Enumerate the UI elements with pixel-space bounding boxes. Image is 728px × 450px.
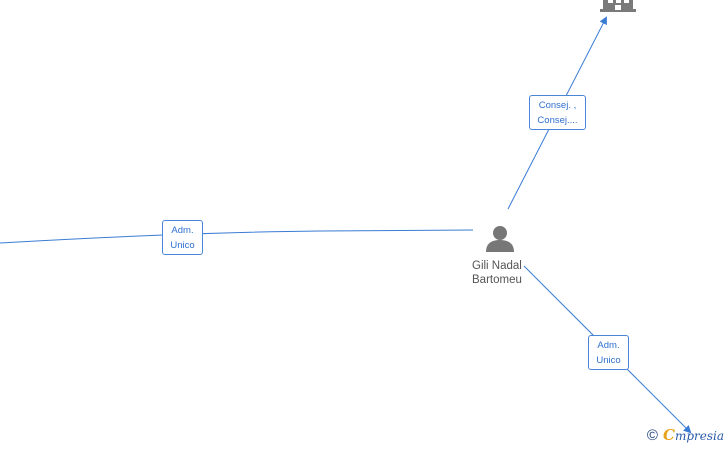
brand-logo-rest: mpresia xyxy=(674,429,724,443)
person-name-line2: Bartomeu xyxy=(472,274,522,286)
person-name-label[interactable]: Gili Nadal Bartomeu xyxy=(472,259,522,287)
edge-label-left-line1: Adm. xyxy=(171,225,194,236)
edge-label-left-line2: Unico xyxy=(170,240,195,251)
edge-label-top-line2: Consej.... xyxy=(537,115,578,126)
copyright-symbol: © xyxy=(646,426,658,444)
edge-label-top[interactable]: Consej. , Consej.... xyxy=(529,95,586,130)
edge-label-top-line1: Consej. , xyxy=(538,100,577,111)
person-icon[interactable] xyxy=(486,226,514,252)
brand-logo: Cmpresia xyxy=(663,426,724,444)
building-icon[interactable] xyxy=(600,0,636,12)
edge-label-bottom-right[interactable]: Adm. Unico xyxy=(588,335,629,370)
watermark: © Cmpresia xyxy=(647,426,724,444)
brand-logo-initial: C xyxy=(662,426,675,444)
edge-label-bottom-right-line2: Unico xyxy=(596,355,621,366)
person-name-line1: Gili Nadal xyxy=(472,260,522,272)
edge-left xyxy=(0,229,474,244)
edge-label-bottom-right-line1: Adm. xyxy=(597,340,620,351)
edge-label-left[interactable]: Adm. Unico xyxy=(162,220,203,255)
